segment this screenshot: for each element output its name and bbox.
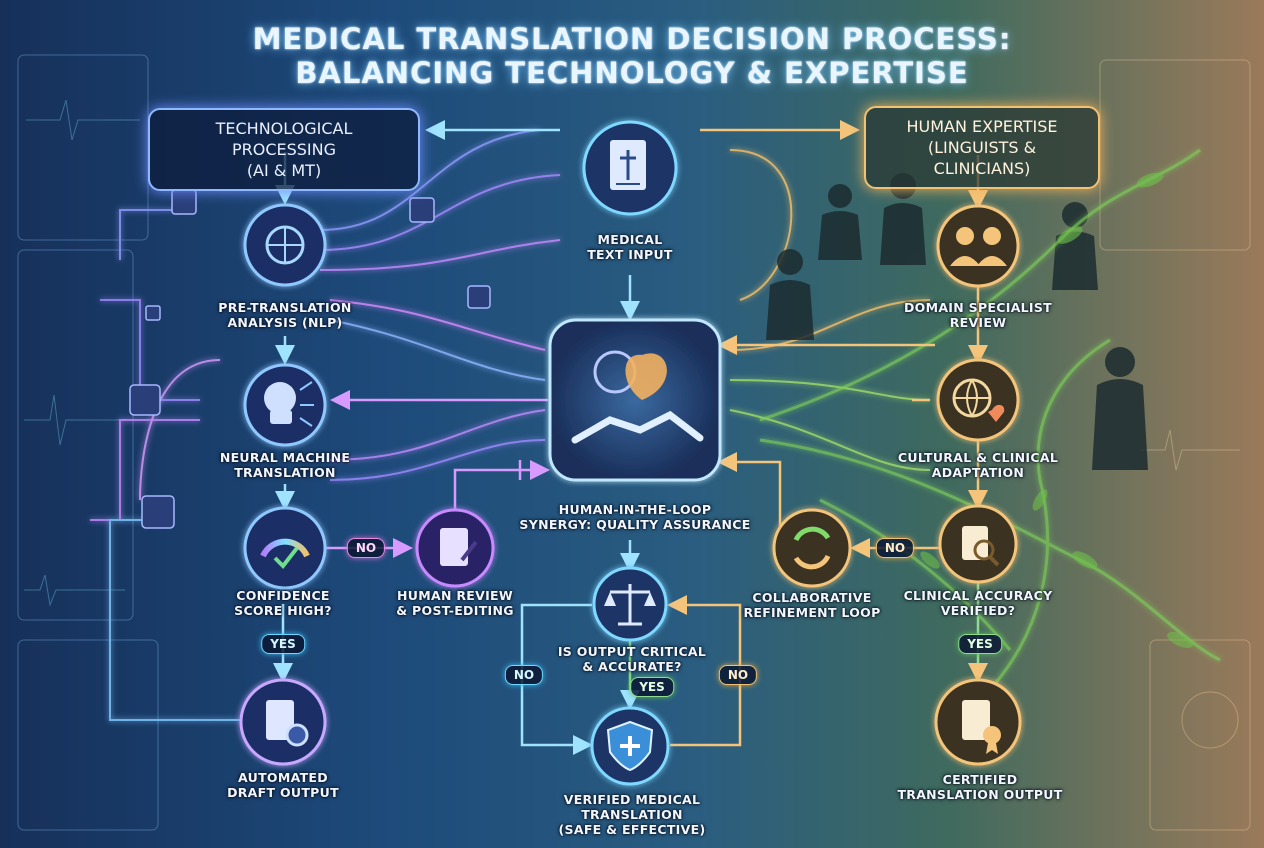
label-critical-decision: IS OUTPUT CRITICAL & ACCURATE? [558, 644, 706, 674]
label-specialist-line1: DOMAIN SPECIALIST [903, 300, 1053, 315]
label-clinical-accuracy: CLINICAL ACCURACY VERIFIED? [904, 588, 1053, 618]
label-review-line1: HUMAN REVIEW [397, 588, 513, 603]
circuit-traces [90, 129, 931, 721]
header-tech-line1: TECHNOLOGICAL PROCESSING [215, 119, 353, 159]
label-confidence-line2: SCORE HIGH? [234, 603, 332, 618]
label-critical-line1: IS OUTPUT CRITICAL [557, 644, 707, 659]
node-pretranslation-icon [243, 203, 327, 287]
label-nmt-line1: NEURAL MACHINE [219, 450, 351, 465]
label-input-line1: MEDICAL [597, 232, 663, 247]
node-critical-scales-icon [592, 566, 668, 642]
header-human-expertise: HUMAN EXPERTISE (LINGUISTS & CLINICIANS) [864, 106, 1100, 189]
diagram-title-line2: BALANCING TECHNOLOGY & EXPERTISE [295, 56, 969, 90]
label-synergy: HUMAN-IN-THE-LOOP SYNERGY: QUALITY ASSUR… [519, 502, 750, 532]
header-human-line2: (LINGUISTS & CLINICIANS) [927, 138, 1037, 178]
edge-confidence-yes: YES [261, 634, 305, 654]
label-draft-line1: AUTOMATED [238, 770, 328, 785]
diagram-title-line1: MEDICAL TRANSLATION DECISION PROCESS: [252, 22, 1012, 56]
label-draft-line2: DRAFT OUTPUT [227, 785, 339, 800]
label-pretranslation: PRE-TRANSLATION ANALYSIS (NLP) [218, 300, 351, 330]
label-confidence-line1: CONFIDENCE [236, 588, 330, 603]
header-tech-line2: (AI & MT) [246, 161, 322, 180]
edge-accuracy-no: NO [875, 538, 915, 558]
label-verified-translation: VERIFIED MEDICAL TRANSLATION (SAFE & EFF… [559, 792, 706, 837]
label-pretranslation-line1: PRE-TRANSLATION [218, 300, 352, 315]
label-adaptation-line2: ADAPTATION [931, 465, 1025, 480]
label-verified-line1: VERIFIED MEDICAL [563, 792, 701, 807]
node-confidence-gauge-icon [243, 506, 327, 590]
node-specialist-icon [936, 204, 1020, 288]
node-draft-output-icon [239, 678, 327, 766]
label-domain-specialist: DOMAIN SPECIALIST REVIEW [904, 300, 1052, 330]
node-refinement-loop-icon [772, 508, 852, 588]
vine-leaves [920, 172, 1193, 649]
header-technological-processing: TECHNOLOGICAL PROCESSING (AI & MT) [148, 108, 420, 191]
label-accuracy-line2: VERIFIED? [940, 603, 1016, 618]
node-medical-text-input-icon [582, 120, 678, 216]
node-certified-icon [934, 678, 1022, 766]
edge-critical-yes: YES [630, 677, 674, 697]
label-confidence: CONFIDENCE SCORE HIGH? [234, 588, 332, 618]
label-synergy-line1: HUMAN-IN-THE-LOOP [558, 502, 712, 517]
node-accuracy-magnifier-icon [938, 504, 1018, 584]
label-verified-line3: (SAFE & EFFECTIVE) [558, 822, 706, 837]
node-adaptation-globe-icon [936, 358, 1020, 442]
edge-critical-no-left: NO [504, 665, 544, 685]
node-verified-shield-icon [590, 706, 670, 786]
label-critical-line2: & ACCURATE? [582, 659, 682, 674]
label-nmt: NEURAL MACHINE TRANSLATION [220, 450, 350, 480]
label-cultural-adaptation: CULTURAL & CLINICAL ADAPTATION [898, 450, 1058, 480]
label-adaptation-line1: CULTURAL & CLINICAL [897, 450, 1059, 465]
label-draft-output: AUTOMATED DRAFT OUTPUT [227, 770, 339, 800]
label-nmt-line2: TRANSLATION [234, 465, 336, 480]
label-review-line2: & POST-EDITING [396, 603, 514, 618]
label-human-review: HUMAN REVIEW & POST-EDITING [396, 588, 514, 618]
header-human-line1: HUMAN EXPERTISE [906, 117, 1058, 136]
label-synergy-line2: SYNERGY: QUALITY ASSURANCE [519, 517, 751, 532]
node-nmt-robot-icon [243, 363, 327, 447]
background-monitor-panels [17, 54, 1251, 831]
node-synergy-handshake-icon [548, 318, 722, 482]
label-refinement-line2: REFINEMENT LOOP [743, 605, 881, 620]
label-pretranslation-line2: ANALYSIS (NLP) [227, 315, 343, 330]
node-human-review-icon [415, 508, 495, 588]
label-certified-line1: CERTIFIED [942, 772, 1018, 787]
edge-accuracy-yes: YES [958, 634, 1002, 654]
chip-icons [129, 189, 491, 529]
label-certified-line2: TRANSLATION OUTPUT [897, 787, 1063, 802]
label-refinement-line1: COLLABORATIVE [752, 590, 872, 605]
label-refinement-loop: COLLABORATIVE REFINEMENT LOOP [743, 590, 880, 620]
label-certified-output: CERTIFIED TRANSLATION OUTPUT [897, 772, 1062, 802]
edge-confidence-no: NO [346, 538, 386, 558]
edge-critical-no-right: NO [718, 665, 758, 685]
label-verified-line2: TRANSLATION [581, 807, 683, 822]
label-medical-text-input: MEDICAL TEXT INPUT [587, 232, 673, 262]
label-accuracy-line1: CLINICAL ACCURACY [903, 588, 1053, 603]
clinician-silhouettes [766, 173, 1148, 470]
label-input-line2: TEXT INPUT [587, 247, 673, 262]
label-specialist-line2: REVIEW [949, 315, 1007, 330]
